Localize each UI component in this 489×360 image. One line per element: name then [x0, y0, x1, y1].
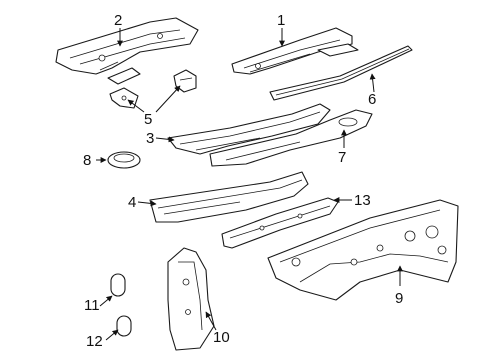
callout-8: 8: [83, 152, 91, 169]
leader-3: [155, 136, 175, 143]
part-6-weatherstrip: [269, 45, 413, 101]
part-11-plug: [110, 273, 126, 297]
callout-9: 9: [395, 290, 403, 307]
part-13-crossmember: [221, 197, 339, 249]
callout-5: 5: [144, 111, 152, 128]
callout-3: 3: [146, 130, 154, 147]
callout-10: 10: [213, 329, 230, 346]
leader-5b: [155, 85, 181, 113]
callout-13: 13: [354, 192, 371, 209]
callout-1: 1: [277, 12, 285, 29]
part-7-air-inlet: [209, 109, 373, 167]
callout-12: 12: [86, 333, 103, 350]
part-4-reinforcement: [149, 171, 309, 223]
callout-11: 11: [84, 297, 100, 314]
leader-4: [137, 200, 157, 207]
callout-6: 6: [368, 91, 376, 108]
part-10-side-panel: [167, 247, 215, 351]
leader-lines: [96, 28, 403, 341]
leader-12: [105, 329, 119, 341]
part-9-dash-panel: [267, 199, 459, 301]
callout-7: 7: [338, 149, 346, 166]
part-3-cowl-lower-panel: [167, 103, 331, 155]
part-8-plug: [107, 151, 141, 169]
leader-6: [369, 73, 376, 93]
part-2-cowl-panel-left: [55, 17, 199, 75]
callout-2: 2: [114, 12, 122, 29]
part-1-cowl-panel-right: [231, 27, 359, 75]
callout-4: 4: [128, 194, 136, 211]
callout-labels: 1 2 3 4 5 6 7 8 9 10 11 12 13: [83, 12, 403, 350]
leader-11: [99, 295, 113, 307]
part-12-plug: [116, 315, 132, 337]
leader-5a: [127, 99, 145, 113]
part-5-brackets: [107, 67, 197, 109]
leader-10: [205, 311, 217, 331]
